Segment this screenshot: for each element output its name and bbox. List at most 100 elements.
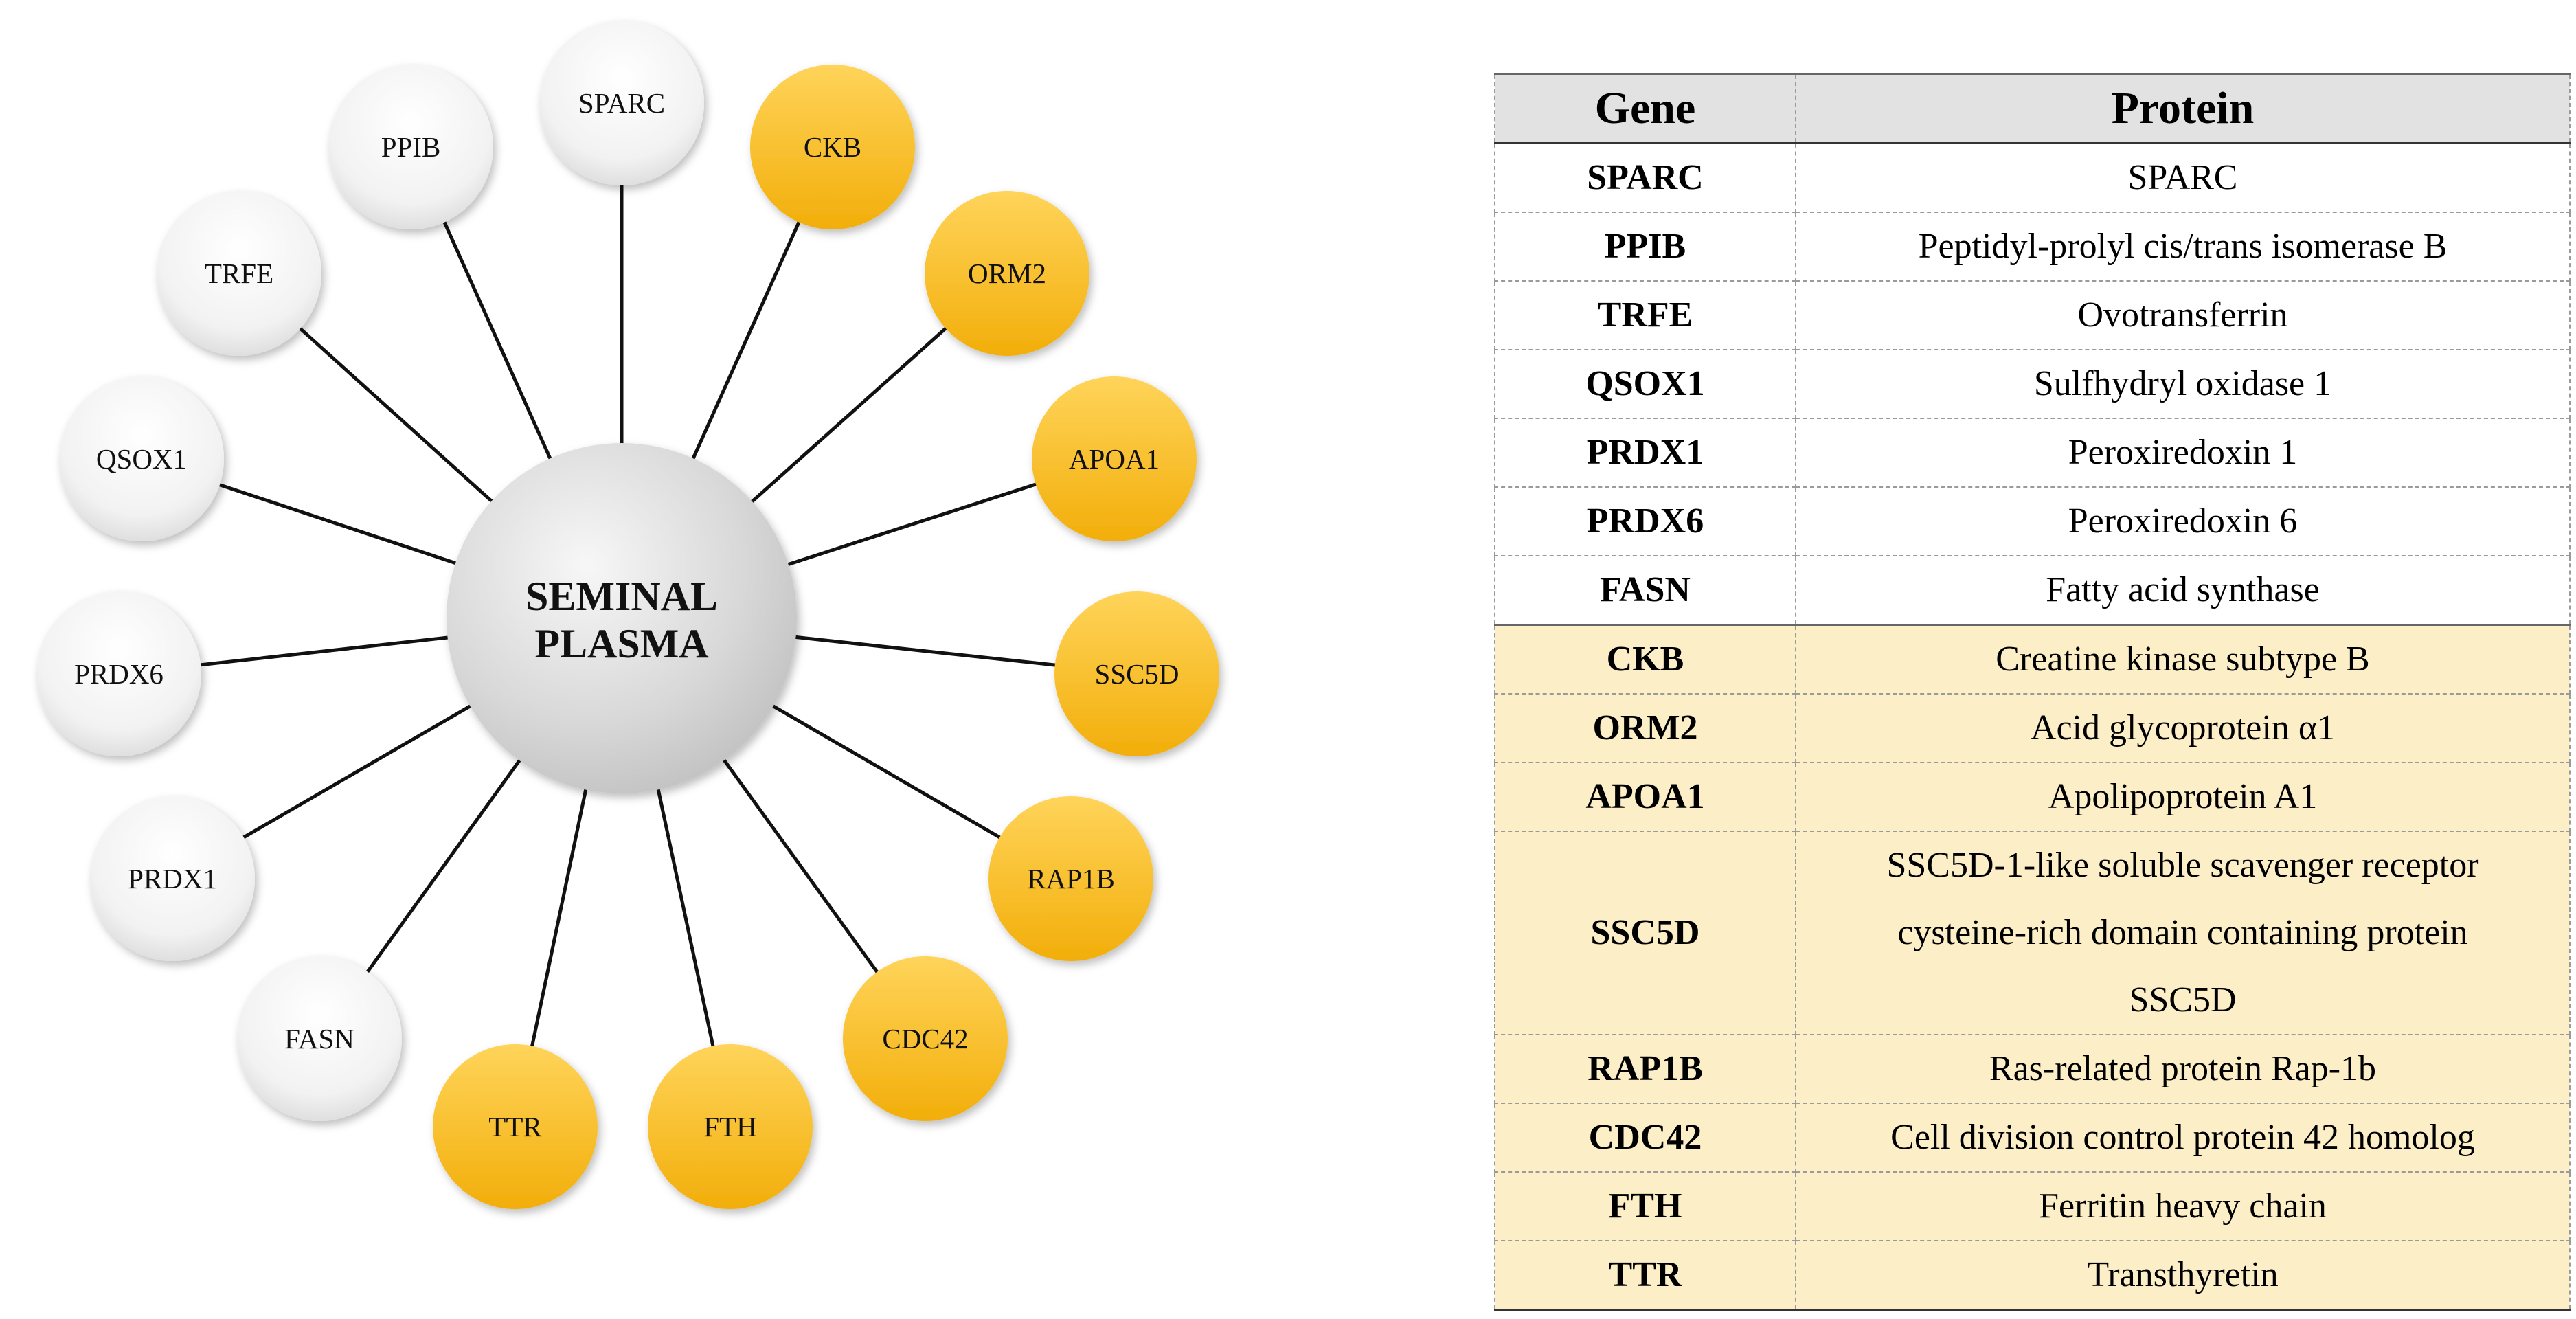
node-prdx1: PRDX1 (90, 796, 255, 961)
spoke-trfe (297, 325, 495, 504)
protein-column-header: Protein (1795, 73, 2571, 144)
node-label-qsox1: QSOX1 (96, 443, 187, 475)
node-circle-rap1b (988, 796, 1153, 961)
spoke-orm2 (749, 325, 949, 505)
node-orm2: ORM2 (925, 191, 1089, 356)
spoke-ppib (442, 218, 553, 462)
protein-name-line: SPARC (2127, 158, 2238, 197)
table-row: FTH Ferritin heavy chain (1494, 1171, 2571, 1241)
protein-name-line: Creatine kinase subtype B (1996, 640, 2370, 679)
spoke-fasn (364, 757, 523, 976)
node-circle-prdx6 (36, 591, 201, 756)
table-row: TRFE Ovotransferrin (1494, 280, 2571, 350)
node-sparc: SPARC (539, 21, 704, 185)
gene-cell: RAP1B (1494, 1034, 1796, 1104)
node-circle-fth (648, 1044, 813, 1209)
node-circle-ckb (750, 65, 915, 229)
node-circle-apoa1 (1032, 376, 1197, 541)
table-row: SPARC SPARC (1494, 142, 2571, 213)
protein-name-line: Ovotransferrin (2077, 295, 2288, 335)
table-row: FASN Fatty acid synthase (1494, 555, 2571, 626)
spoke-prdx1 (240, 703, 474, 840)
node-circle-trfe (157, 191, 321, 356)
table-row: CDC42 Cell division control protein 42 ho… (1494, 1103, 2571, 1173)
protein-name-line: Peroxiredoxin 6 (2068, 501, 2298, 541)
node-label-cdc42: CDC42 (882, 1023, 968, 1055)
node-circle-ssc5d (1054, 591, 1219, 756)
center-label-line-1: SEMINAL (526, 574, 718, 619)
protein-name-line: Apolipoprotein A1 (2048, 777, 2318, 816)
gene-cell: APOA1 (1494, 762, 1796, 832)
protein-cell: Ovotransferrin (1795, 280, 2571, 350)
protein-cell: Apolipoprotein A1 (1795, 762, 2571, 832)
gene-cell: FASN (1494, 555, 1796, 626)
protein-cell: Transthyretin (1795, 1240, 2571, 1311)
node-cdc42: CDC42 (843, 956, 1008, 1121)
node-ssc5d: SSC5D (1054, 591, 1219, 756)
protein-cell: Peptidyl-prolyl cis/trans isomerase B (1795, 212, 2571, 282)
gene-column-header: Gene (1494, 73, 1796, 144)
node-circle-cdc42 (843, 956, 1008, 1121)
table-header-row: Gene Protein (1494, 73, 2571, 144)
spoke-ttr (530, 787, 588, 1050)
spoke-rap1b (769, 703, 1003, 840)
protein-name-line: Cell division control protein 42 homolog (1890, 1118, 2475, 1157)
node-circle-fasn (237, 956, 402, 1121)
protein-cell: SSC5D-1-like soluble scavenger receptor c… (1795, 831, 2571, 1035)
protein-cell: Sulfhydryl oxidase 1 (1795, 349, 2571, 419)
node-ppib: PPIB (328, 65, 493, 229)
node-circle-orm2 (925, 191, 1089, 356)
node-fasn: FASN (237, 956, 402, 1121)
protein-cell: Acid glycoprotein α1 (1795, 693, 2571, 763)
protein-cell: Fatty acid synthase (1795, 555, 2571, 626)
gene-cell: FTH (1494, 1171, 1796, 1241)
seminal-plasma-hub (447, 443, 797, 793)
gene-cell: PRDX6 (1494, 486, 1796, 556)
node-trfe: TRFE (157, 191, 321, 356)
protein-name-line: Fatty acid synthase (2046, 570, 2320, 609)
spoke-fth (655, 786, 716, 1050)
protein-name-line: Peptidyl-prolyl cis/trans isomerase B (1918, 227, 2448, 266)
gene-cell: SSC5D (1494, 831, 1796, 1035)
protein-name-line: Acid glycoprotein α1 (2030, 708, 2336, 747)
protein-name-line: Sulfhydryl oxidase 1 (2033, 364, 2332, 403)
protein-cell: Cell division control protein 42 homolog (1795, 1103, 2571, 1173)
gene-cell: PRDX1 (1494, 418, 1796, 488)
node-fth: FTH (648, 1044, 813, 1209)
gene-cell: SPARC (1494, 142, 1796, 213)
protein-name-line: Ferritin heavy chain (2039, 1186, 2327, 1226)
spoke-prdx6 (198, 635, 451, 667)
table-row: APOA1 Apolipoprotein A1 (1494, 762, 2571, 832)
node-circle-sparc (539, 21, 704, 185)
node-label-prdx1: PRDX1 (128, 863, 217, 894)
node-ttr: TTR (433, 1044, 598, 1209)
spoke-cdc42 (721, 757, 881, 976)
node-circle-qsox1 (59, 376, 224, 541)
gene-cell: TRFE (1494, 280, 1796, 350)
protein-name-line: SSC5D (2129, 980, 2237, 1019)
protein-cell: Peroxiredoxin 1 (1795, 418, 2571, 488)
node-ckb: CKB (750, 65, 915, 229)
node-circle-ttr (433, 1044, 598, 1209)
protein-cell: Creatine kinase subtype B (1795, 624, 2571, 695)
node-label-orm2: ORM2 (968, 258, 1046, 289)
protein-name-line: SSC5D-1-like soluble scavenger receptor (1886, 846, 2479, 885)
protein-name-line: Ras-related protein Rap-1b (1989, 1049, 2377, 1088)
spoke-ssc5d (793, 635, 1058, 667)
protein-cell: SPARC (1795, 142, 2571, 213)
node-label-ppib: PPIB (381, 131, 441, 163)
protein-name-line: Peroxiredoxin 1 (2068, 433, 2298, 472)
gene-cell: CDC42 (1494, 1103, 1796, 1173)
center-label-line-2: PLASMA (534, 621, 708, 666)
node-apoa1: APOA1 (1032, 376, 1197, 541)
protein-name-line: cysteine-rich domain containing protein (1897, 913, 2468, 952)
spoke-apoa1 (785, 482, 1039, 567)
